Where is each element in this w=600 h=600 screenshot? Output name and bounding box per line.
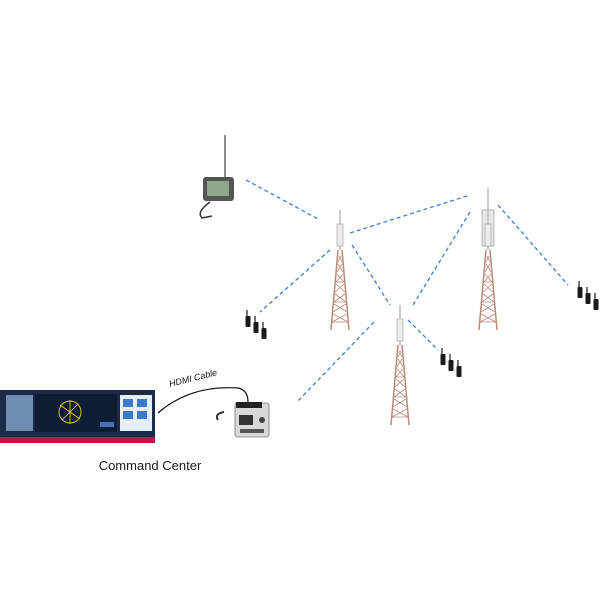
radio-icon bbox=[215, 402, 270, 438]
radio-icon bbox=[246, 310, 267, 339]
display-icon bbox=[0, 390, 155, 443]
tower-icon bbox=[330, 209, 350, 331]
portable-terminal-icon bbox=[199, 135, 234, 219]
tower-icon bbox=[390, 304, 410, 426]
wireless-links bbox=[245, 179, 569, 403]
base-station-icon bbox=[478, 188, 498, 331]
cable-label: HDMI Cable bbox=[168, 367, 218, 389]
radio-icon bbox=[441, 348, 462, 377]
command-center-label: Command Center bbox=[98, 458, 202, 473]
radio-icon bbox=[578, 281, 599, 310]
